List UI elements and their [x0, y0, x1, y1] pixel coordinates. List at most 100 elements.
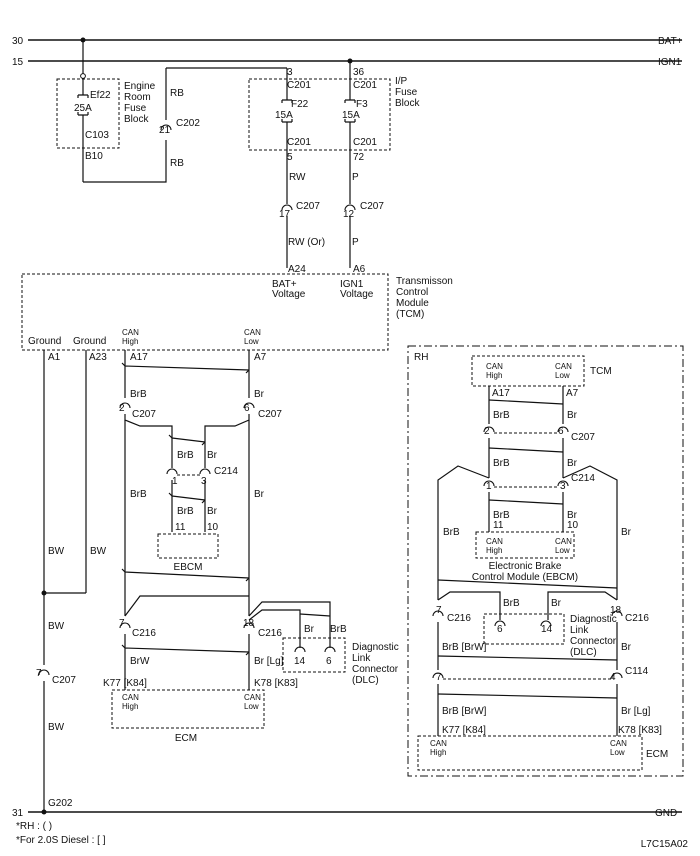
svg-text:3: 3 [201, 476, 207, 487]
svg-text:A23: A23 [89, 352, 107, 363]
svg-text:G202: G202 [48, 798, 73, 809]
svg-text:RH: RH [414, 352, 428, 363]
tcm-module: A24 A6 BAT+ Voltage IGN1 Voltage Transmi… [21, 264, 453, 363]
svg-text:36: 36 [353, 67, 365, 78]
svg-text:C103: C103 [85, 130, 109, 141]
svg-text:BrB: BrB [493, 410, 510, 421]
svg-text:RW: RW [289, 172, 306, 183]
svg-text:RB: RB [170, 88, 184, 99]
svg-text:BrB [BrW]: BrB [BrW] [442, 706, 487, 717]
svg-text:31: 31 [12, 808, 24, 819]
svg-text:12: 12 [343, 209, 355, 220]
svg-text:6: 6 [244, 403, 250, 414]
svg-text:K77 [K84]: K77 [K84] [103, 678, 147, 689]
svg-text:Fuse: Fuse [395, 87, 418, 98]
svg-text:C216: C216 [625, 613, 649, 624]
svg-text:CAN: CAN [244, 693, 261, 702]
svg-text:Link: Link [352, 653, 371, 664]
svg-text:Diagnostic: Diagnostic [352, 642, 399, 653]
svg-text:Fuse: Fuse [124, 103, 147, 114]
svg-text:15: 15 [12, 57, 24, 68]
svg-text:GND: GND [655, 808, 677, 819]
svg-text:F22: F22 [291, 99, 309, 110]
svg-text:RB: RB [170, 158, 184, 169]
rail-bat: 30 BAT+ [12, 36, 683, 47]
svg-text:Br [Lg]: Br [Lg] [621, 706, 651, 717]
svg-text:ECM: ECM [175, 733, 197, 744]
svg-text:IGN1: IGN1 [340, 279, 364, 290]
svg-text:BrB: BrB [493, 510, 510, 521]
svg-text:Voltage: Voltage [272, 289, 306, 300]
svg-text:15A: 15A [342, 110, 360, 121]
svg-text:6: 6 [326, 656, 332, 667]
svg-text:CAN: CAN [430, 739, 447, 748]
svg-text:BAT+: BAT+ [272, 279, 297, 290]
svg-text:High: High [486, 546, 502, 555]
svg-text:K77 [K84]: K77 [K84] [442, 725, 486, 736]
svg-text:B10: B10 [85, 151, 103, 162]
svg-text:CAN: CAN [244, 328, 261, 337]
svg-text:C201: C201 [353, 137, 377, 148]
svg-text:(DLC): (DLC) [352, 675, 379, 686]
svg-text:C207: C207 [258, 409, 282, 420]
svg-text:5: 5 [287, 152, 293, 163]
svg-text:High: High [486, 371, 502, 380]
svg-text:CAN: CAN [555, 362, 572, 371]
svg-text:72: 72 [353, 152, 365, 163]
svg-text:Low: Low [555, 371, 570, 380]
svg-text:Low: Low [244, 337, 259, 346]
svg-text:Br [Lg]: Br [Lg] [254, 656, 284, 667]
svg-text:Room: Room [124, 92, 151, 103]
svg-text:30: 30 [12, 36, 24, 47]
svg-text:High: High [122, 337, 138, 346]
svg-text:C114: C114 [625, 666, 649, 677]
svg-text:Control Module (EBCM): Control Module (EBCM) [472, 572, 578, 583]
svg-text:CAN: CAN [122, 693, 139, 702]
svg-text:(TCM): (TCM) [396, 309, 424, 320]
svg-text:Br: Br [621, 527, 632, 538]
svg-text:1: 1 [486, 481, 492, 492]
svg-text:BW: BW [48, 621, 65, 632]
svg-text:CAN: CAN [122, 328, 139, 337]
svg-text:Br: Br [207, 506, 218, 517]
fuse-f3: 36 C201 F3 15A C201 72 P [342, 58, 377, 200]
svg-text:BrB: BrB [443, 527, 460, 538]
svg-text:C202: C202 [176, 118, 200, 129]
fuse-f22: 3 C201 F22 15A C201 5 RW [275, 67, 311, 200]
svg-text:BrB: BrB [130, 489, 147, 500]
svg-text:CAN: CAN [555, 537, 572, 546]
svg-text:Low: Low [555, 546, 570, 555]
svg-text:A17: A17 [492, 388, 510, 399]
connector-c207-upper: 17 12 C207 C207 RW (Or) P [279, 200, 384, 268]
svg-text:7: 7 [436, 605, 442, 616]
svg-text:Low: Low [610, 748, 625, 757]
svg-text:C207: C207 [52, 675, 76, 686]
svg-text:18: 18 [243, 618, 255, 629]
svg-text:Br: Br [551, 598, 562, 609]
svg-text:A24: A24 [288, 264, 306, 275]
svg-text:1: 1 [172, 476, 178, 487]
svg-text:High: High [430, 748, 446, 757]
svg-text:10: 10 [567, 520, 579, 531]
svg-text:BrB: BrB [493, 458, 510, 469]
svg-text:BW: BW [48, 546, 65, 557]
svg-text:Br: Br [254, 489, 265, 500]
wire-rb-c202: RB RB 21 C202 [83, 67, 287, 183]
svg-text:10: 10 [207, 522, 219, 533]
svg-text:CAN: CAN [610, 739, 627, 748]
svg-text:EBCM: EBCM [174, 562, 203, 573]
rail-gnd: 31 GND [12, 808, 682, 819]
svg-text:6: 6 [497, 624, 503, 635]
svg-text:14: 14 [541, 624, 553, 635]
svg-text:Connector: Connector [570, 636, 617, 647]
svg-text:TCM: TCM [590, 366, 612, 377]
svg-text:A7: A7 [254, 352, 267, 363]
svg-text:17: 17 [279, 209, 291, 220]
svg-text:CAN: CAN [486, 537, 503, 546]
svg-text:11: 11 [493, 520, 504, 531]
svg-text:Ground: Ground [28, 336, 61, 347]
svg-text:Br: Br [567, 458, 578, 469]
svg-text:BrB: BrB [503, 598, 520, 609]
